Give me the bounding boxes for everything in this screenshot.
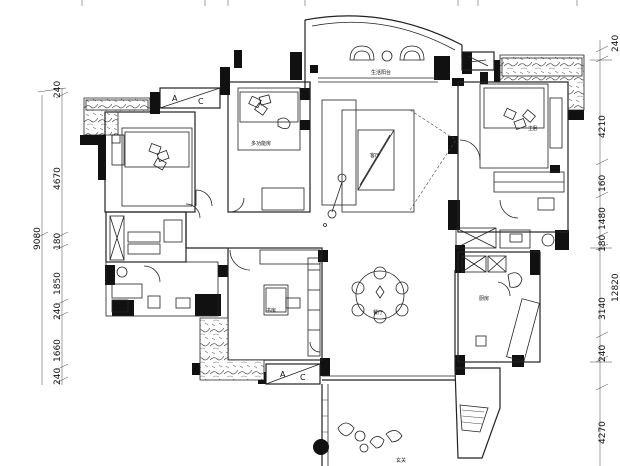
study: 书房 bbox=[227, 247, 323, 361]
right-dimension-line bbox=[590, 40, 612, 466]
balcony-chairs bbox=[349, 45, 425, 62]
ac-unit-left-top: A C bbox=[159, 87, 221, 109]
left-dimension-line bbox=[35, 87, 69, 385]
dim-right-240-mid: 240 bbox=[598, 345, 608, 362]
bed-pillows-kids bbox=[248, 94, 272, 116]
room-label-study: 书房 bbox=[266, 307, 276, 314]
dim-left-240-top: 240 bbox=[53, 81, 63, 98]
dim-right-240-top: 240 bbox=[611, 35, 620, 52]
kitchen: 厨房 bbox=[457, 251, 541, 363]
entrance-wedge bbox=[454, 367, 501, 459]
bed-pillows-master bbox=[503, 107, 536, 130]
room-label-dining: 餐厅 bbox=[373, 309, 383, 316]
bed-pillows-left bbox=[148, 143, 170, 171]
left-utility bbox=[105, 203, 219, 317]
kids-room: 多功能房 bbox=[227, 81, 311, 213]
room-label-living: 客厅 bbox=[370, 152, 380, 159]
top-ticks bbox=[81, 0, 578, 6]
master-bath bbox=[455, 227, 555, 249]
dim-right-160: 160 bbox=[598, 175, 608, 192]
ac-bottom-c-label: C bbox=[300, 373, 306, 382]
dining-area: 餐厅 bbox=[351, 266, 409, 324]
dim-right-1480: 1480 bbox=[598, 207, 608, 230]
ac-left-c-label: C bbox=[198, 97, 204, 106]
entrance-chairs bbox=[337, 422, 403, 453]
room-label-entrance: 玄关 bbox=[396, 457, 406, 464]
dim-right-4270: 4270 bbox=[598, 421, 608, 444]
ac-unit-bottom: A C bbox=[265, 363, 321, 385]
dim-left-240-mid: 240 bbox=[53, 303, 63, 320]
top-balcony: 生活阳台 bbox=[304, 15, 463, 90]
ac-unit-right-top bbox=[461, 51, 495, 71]
living-room: 客厅 bbox=[321, 99, 457, 227]
dim-left-1660: 1660 bbox=[53, 339, 63, 362]
bottom-left-balcony bbox=[199, 317, 265, 381]
dim-left-240-bot: 240 bbox=[53, 368, 63, 385]
ac-left-a-label: A bbox=[172, 94, 178, 103]
dim-right-4210: 4210 bbox=[598, 115, 608, 138]
left-balcony bbox=[83, 97, 151, 136]
outer-lines bbox=[185, 82, 456, 381]
entrance-area: 玄关 bbox=[313, 384, 406, 466]
left-bedroom bbox=[104, 111, 213, 213]
dim-left-180: 180 bbox=[53, 233, 63, 250]
dim-right-12820: 12820 bbox=[611, 273, 620, 302]
room-label-balcony: 生活阳台 bbox=[371, 69, 391, 76]
ac-bottom-a-label: A bbox=[280, 370, 286, 379]
dim-right-180: 180 bbox=[598, 235, 608, 252]
dim-left-4670: 4670 bbox=[53, 167, 63, 190]
room-label-master: 主卧 bbox=[528, 125, 538, 132]
room-label-kitchen: 厨房 bbox=[479, 295, 489, 302]
master-bedroom: 主卧 bbox=[457, 81, 569, 233]
dim-right-3140: 3140 bbox=[598, 297, 608, 320]
dim-left-9080: 9080 bbox=[33, 227, 43, 250]
room-label-kids: 多功能房 bbox=[251, 140, 271, 147]
dim-left-1850: 1850 bbox=[53, 272, 63, 295]
